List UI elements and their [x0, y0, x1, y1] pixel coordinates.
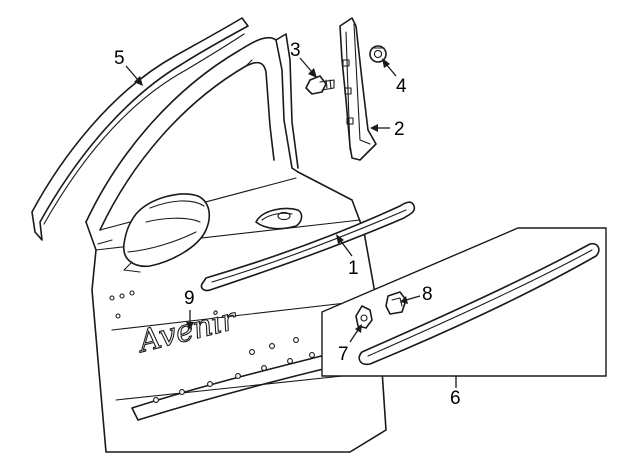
clip — [355, 305, 373, 329]
emblem-text: Avenir — [133, 302, 241, 361]
side-mirror — [123, 193, 211, 273]
callout-leaders — [125, 57, 457, 388]
callout-labels: 1 2 3 4 5 6 7 8 9 — [114, 40, 461, 409]
avenir-emblem: Avenir — [132, 301, 242, 361]
screw — [305, 75, 335, 95]
upper-reveal-molding — [31, 17, 249, 241]
callout-9: 9 — [184, 288, 195, 309]
belt-molding — [200, 201, 416, 292]
callout-1: 1 — [348, 258, 359, 279]
body-side-molding — [358, 242, 600, 366]
pillar-applique — [339, 17, 377, 161]
retainer — [385, 291, 407, 315]
callout-3: 3 — [290, 40, 301, 61]
callout-2: 2 — [394, 119, 405, 140]
callout-8: 8 — [422, 284, 433, 305]
callout-4: 4 — [396, 76, 407, 97]
callout-5: 5 — [114, 48, 125, 69]
callout-7: 7 — [338, 344, 349, 365]
callout-6: 6 — [450, 388, 461, 409]
